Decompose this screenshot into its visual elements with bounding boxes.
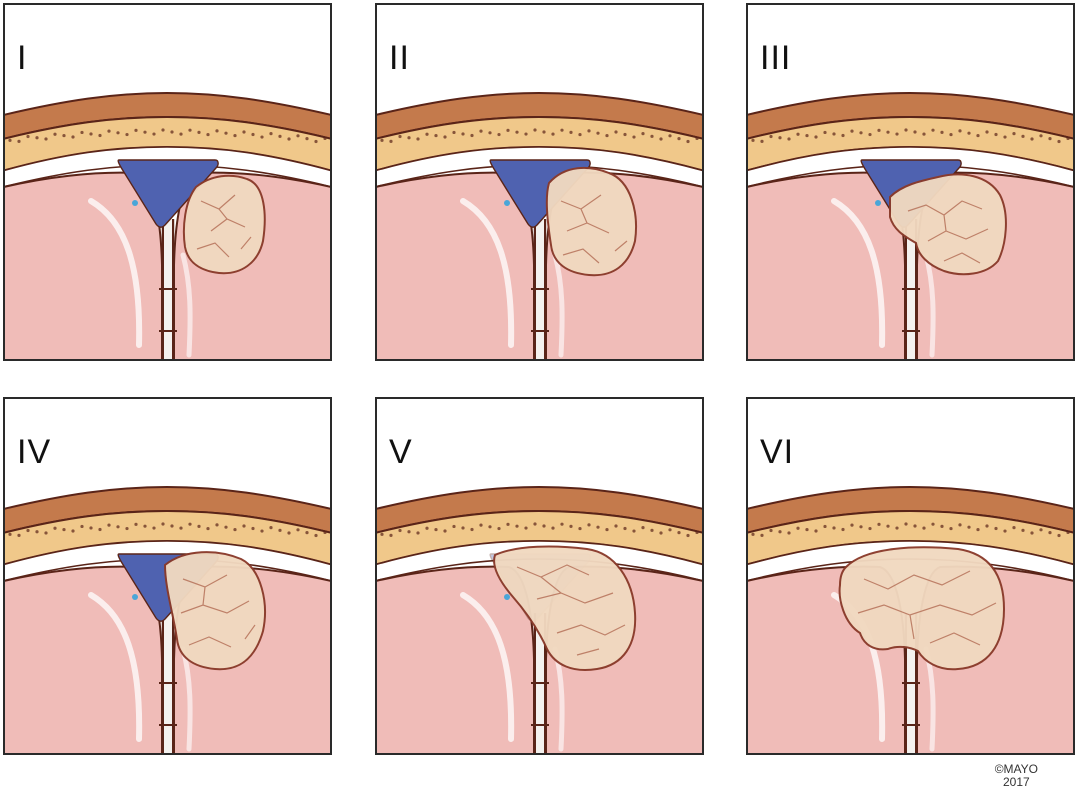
tumor-texture (857, 570, 997, 646)
copyright-credit: ©MAYO 2017 (995, 763, 1038, 789)
stage-illustration (5, 5, 330, 359)
stage-panel-3: III (746, 3, 1075, 361)
stage-panel-6: VI (746, 397, 1075, 755)
stage-illustration (748, 5, 1073, 359)
stage-panel-5: V (375, 397, 704, 755)
sinus (117, 159, 219, 228)
falx (533, 219, 547, 359)
stage-illustration (377, 5, 702, 359)
tumor-texture (180, 574, 256, 648)
credit-line-1: ©MAYO (994, 762, 1038, 776)
stage-label: VI (760, 433, 795, 471)
stage-panel-2: II (375, 3, 704, 361)
tumor (163, 551, 266, 671)
falx (161, 219, 175, 359)
falx (161, 613, 175, 753)
tumor-texture (516, 564, 626, 656)
stage-label: III (760, 39, 792, 77)
tumor (545, 166, 637, 277)
dura-layer (5, 540, 330, 582)
dura-layer (377, 146, 702, 188)
stage-panel-1: I (3, 3, 332, 361)
tumor (889, 173, 1007, 276)
stage-illustration (748, 399, 1073, 753)
credit-line-2: 2017 (1003, 775, 1030, 789)
tumor-texture (560, 194, 628, 264)
stage-illustration (5, 399, 330, 753)
tumor-texture (196, 194, 252, 258)
tumor (182, 174, 266, 275)
stage-panel-4: IV (3, 397, 332, 755)
stage-label: V (389, 433, 413, 471)
stage-label: II (389, 39, 410, 77)
dura-layer (377, 540, 702, 582)
tumor (493, 545, 637, 671)
tumor (838, 546, 1006, 671)
dura-layer (5, 146, 330, 188)
dura-layer (748, 146, 1073, 188)
stage-illustration (377, 399, 702, 753)
tumor-texture (907, 200, 989, 264)
stage-label: IV (17, 433, 52, 471)
stage-label: I (17, 39, 28, 77)
